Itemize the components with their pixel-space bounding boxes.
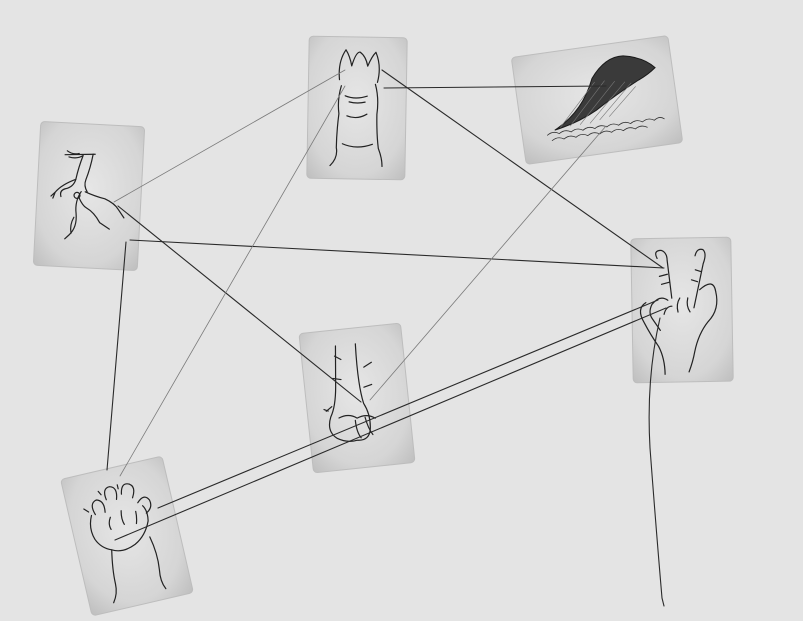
human-hand-drawing	[639, 248, 718, 375]
string-birdfoot-paw	[106, 241, 127, 471]
string-hand-paw-lower	[114, 307, 667, 541]
string-hanging-tail	[648, 317, 665, 607]
connecting-strings	[106, 69, 667, 607]
string-horse-paw	[119, 85, 346, 477]
string-birdfoot-hand	[129, 239, 665, 269]
bird-foot-drawing	[50, 150, 125, 240]
string-wing-hoof	[369, 125, 607, 401]
card-bird-wing	[511, 35, 683, 165]
string-birdfoot-horse	[113, 69, 346, 203]
string-birdfoot-hoof	[117, 205, 362, 403]
bird-wing-drawing	[547, 55, 665, 142]
string-horse-hand	[381, 69, 664, 269]
card-hoof	[298, 322, 416, 474]
card-human-hand	[630, 236, 734, 384]
card-animal-paw	[60, 456, 194, 616]
card-bird-foot	[33, 121, 145, 271]
horse-leg-drawing	[329, 49, 383, 168]
animal-paw-drawing	[83, 483, 167, 604]
string-hand-paw-upper	[157, 299, 659, 509]
string-horse-wing	[383, 85, 607, 89]
card-horse-leg	[306, 35, 408, 181]
